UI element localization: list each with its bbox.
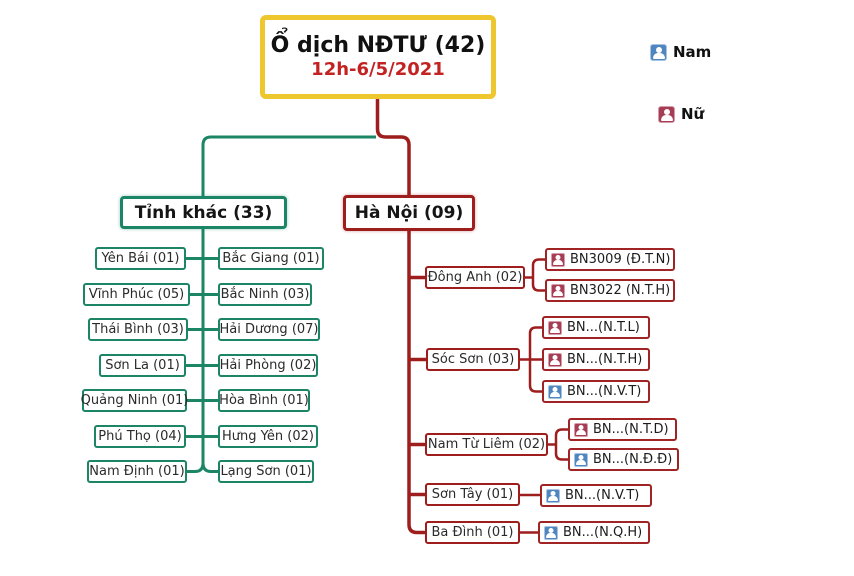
patient-label: BN...(N.Đ.Đ) bbox=[593, 452, 673, 467]
province-node-hoa-binh: Hòa Bình (01) bbox=[218, 389, 310, 412]
legend-female: Nữ bbox=[658, 105, 704, 123]
male-icon bbox=[574, 452, 588, 467]
female-icon bbox=[548, 320, 562, 335]
province-node-hai-duong: Hải Dương (07) bbox=[218, 318, 320, 341]
female-icon bbox=[551, 283, 565, 298]
male-icon bbox=[548, 384, 562, 399]
root-date: 12h-6/5/2021 bbox=[311, 59, 445, 81]
province-node-bac-ninh: Bắc Ninh (03) bbox=[218, 283, 312, 306]
patient-node: BN3022 (N.T.H) bbox=[545, 279, 675, 302]
province-node-phu-tho: Phú Thọ (04) bbox=[94, 425, 186, 448]
district-node-ba-dinh: Ba Đình (01) bbox=[425, 521, 520, 544]
patient-node: BN3009 (Đ.T.N) bbox=[545, 248, 675, 271]
province-node-vinh-phuc: Vĩnh Phúc (05) bbox=[83, 283, 190, 306]
province-node-hung-yen: Hưng Yên (02) bbox=[218, 425, 318, 448]
legend-male: Nam bbox=[650, 43, 711, 61]
district-node-soc-son: Sóc Sơn (03) bbox=[426, 348, 520, 371]
root-title: Ổ dịch NĐTƯ (42) bbox=[270, 33, 486, 58]
female-icon bbox=[548, 352, 562, 367]
patient-node: BN...(N.T.H) bbox=[542, 348, 650, 371]
female-icon bbox=[551, 252, 565, 267]
patient-label: BN...(N.V.T) bbox=[567, 384, 642, 399]
province-node-nam-dinh: Nam Định (01) bbox=[87, 460, 187, 483]
patient-label: BN...(N.T.D) bbox=[593, 422, 669, 437]
female-icon bbox=[574, 422, 588, 437]
patient-node: BN...(N.Đ.Đ) bbox=[568, 448, 679, 471]
province-node-lang-son: Lạng Sơn (01) bbox=[218, 460, 314, 483]
patient-label: BN...(N.V.T) bbox=[565, 488, 640, 503]
district-node-dong-anh: Đông Anh (02) bbox=[425, 266, 525, 289]
province-node-bac-giang: Bắc Giang (01) bbox=[218, 247, 324, 270]
male-icon bbox=[546, 488, 560, 503]
province-node-hai-phong: Hải Phòng (02) bbox=[218, 354, 318, 377]
province-node-son-la: Sơn La (01) bbox=[99, 354, 186, 377]
legend-male-label: Nam bbox=[673, 43, 712, 61]
province-node-thai-binh: Thái Bình (03) bbox=[88, 318, 188, 341]
province-node-yen-bai: Yên Bái (01) bbox=[95, 247, 186, 270]
district-node-son-tay: Sơn Tây (01) bbox=[425, 483, 520, 506]
patient-label: BN...(N.Q.H) bbox=[563, 525, 643, 540]
male-icon bbox=[650, 43, 667, 61]
branch-other-provinces: Tỉnh khác (33) bbox=[120, 196, 287, 229]
male-icon bbox=[544, 525, 558, 540]
patient-label: BN3009 (Đ.T.N) bbox=[570, 252, 671, 267]
patient-label: BN...(N.T.L) bbox=[567, 320, 640, 335]
branch-hanoi: Hà Nội (09) bbox=[343, 195, 475, 231]
patient-node: BN...(N.T.D) bbox=[568, 418, 677, 441]
legend-female-label: Nữ bbox=[681, 105, 705, 123]
patient-node: BN...(N.Q.H) bbox=[538, 521, 650, 544]
province-node-quang-ninh: Quảng Ninh (01) bbox=[81, 389, 188, 412]
root-node: Ổ dịch NĐTƯ (42) 12h-6/5/2021 bbox=[260, 15, 496, 99]
patient-node: BN...(N.V.T) bbox=[540, 484, 652, 507]
district-node-nam-tu-liem: Nam Từ Liêm (02) bbox=[425, 433, 548, 456]
patient-node: BN...(N.V.T) bbox=[542, 380, 650, 403]
patient-label: BN3022 (N.T.H) bbox=[570, 283, 671, 298]
patient-node: BN...(N.T.L) bbox=[542, 316, 650, 339]
patient-label: BN...(N.T.H) bbox=[567, 352, 643, 367]
female-icon bbox=[658, 105, 675, 123]
